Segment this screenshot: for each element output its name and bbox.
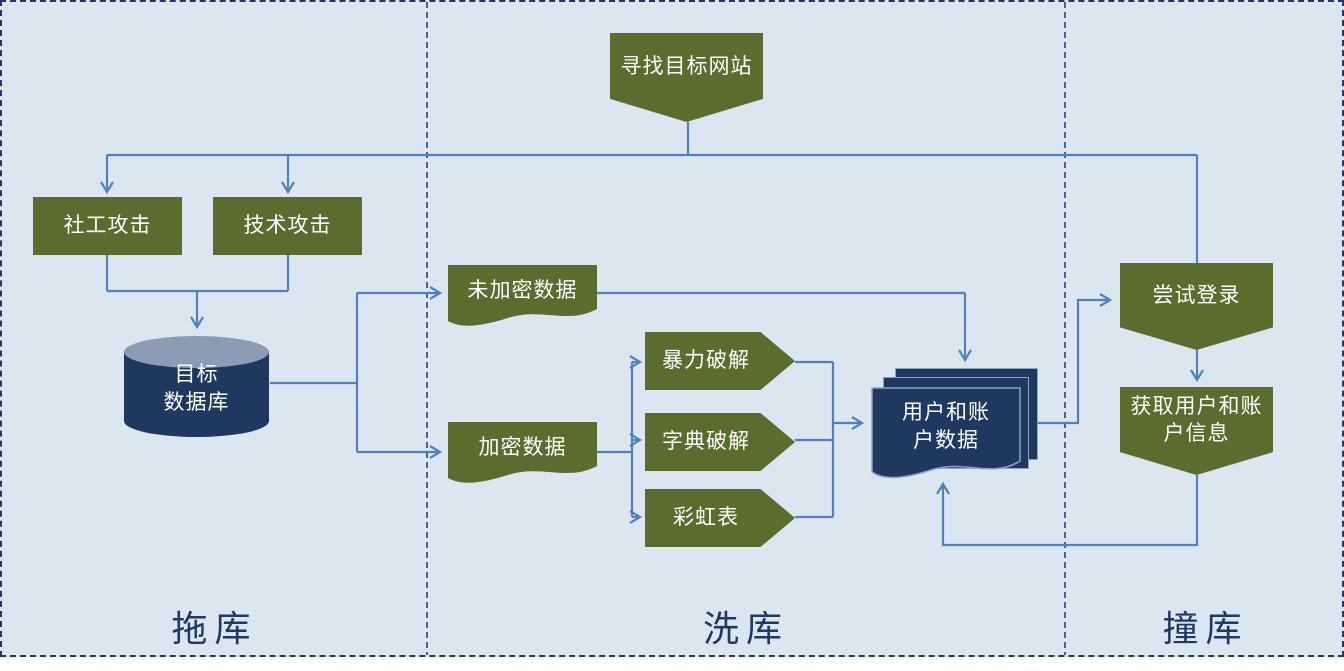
node-brute-force-crack-label: 暴力破解 [662, 349, 750, 373]
node-encrypted-data: 加密数据 [448, 422, 597, 490]
document-shape [871, 387, 1021, 479]
stack-front-layer: 用户和账 户数据 [871, 387, 1021, 485]
node-encrypted-data-label: 加密数据 [478, 436, 567, 460]
node-user-account-data-label: 用户和账 户数据 [902, 400, 990, 453]
node-social-engineering-attack: 社工攻击 [33, 197, 182, 255]
node-target-database-label: 目标 数据库 [163, 363, 230, 415]
lane-label-wash-database: 洗库 [702, 608, 789, 649]
node-technical-attack: 技术攻击 [213, 197, 362, 255]
lane-label-credential-stuffing: 撞库 [1162, 608, 1249, 649]
lane-label-drag-database: 拖库 [171, 608, 258, 649]
node-rainbow-table: 彩虹表 [645, 489, 795, 547]
node-brute-force-crack: 暴力破解 [645, 332, 795, 390]
node-target-database: 目标 数据库 [123, 335, 270, 439]
node-technical-attack-label: 技术攻击 [243, 214, 332, 238]
connector-lines [100, 2, 1204, 655]
node-rainbow-table-label: 彩虹表 [673, 506, 739, 530]
node-get-user-info-label: 获取用户和账 户信息 [1130, 394, 1263, 445]
node-dictionary-crack-label: 字典破解 [662, 430, 750, 454]
database-cylinder-icon [124, 336, 269, 437]
node-try-login-label: 尝试登录 [1152, 283, 1241, 307]
node-social-engineering-attack-label: 社工攻击 [63, 214, 152, 238]
document-shape [448, 265, 597, 326]
node-find-target-website-label: 寻找目标网站 [620, 54, 753, 78]
node-dictionary-crack: 字典破解 [645, 413, 795, 471]
flowchart-canvas: 寻找目标网站 社工攻击 技术攻击 目标 数据库 未加密数据 加密数据 暴力 [0, 0, 1344, 657]
node-unencrypted-data: 未加密数据 [448, 265, 597, 333]
flow-arrows [100, 122, 1204, 547]
node-unencrypted-data-label: 未加密数据 [467, 279, 578, 303]
document-shape [448, 422, 597, 483]
